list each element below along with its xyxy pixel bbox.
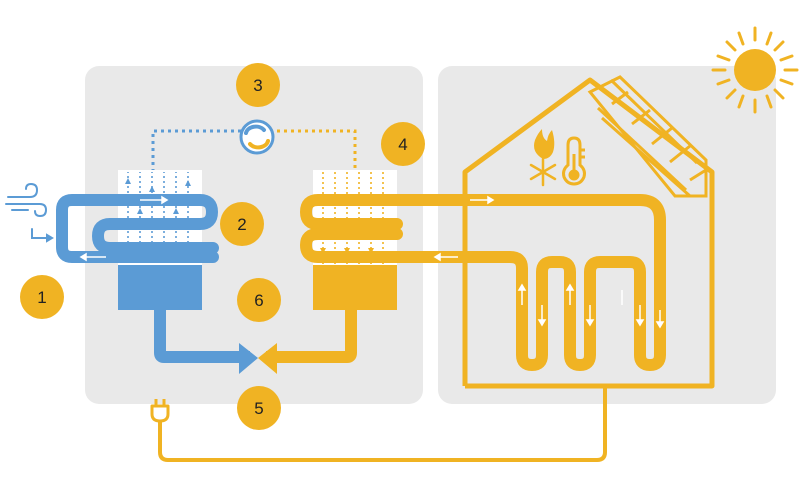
compressor-icon <box>239 119 275 155</box>
sun-icon <box>711 26 799 114</box>
badge-2: 2 <box>220 202 264 246</box>
badge-5: 5 <box>237 386 281 430</box>
badge-4: 4 <box>381 122 425 166</box>
badge-3-label: 3 <box>253 76 262 95</box>
flame-icon <box>534 129 555 159</box>
badge-2-label: 2 <box>237 215 246 234</box>
house-outline <box>462 77 715 389</box>
expansion-valve-icon <box>239 343 277 374</box>
plug-icon <box>150 399 170 423</box>
badge-4-label: 4 <box>398 135 407 154</box>
badge-5-label: 5 <box>254 399 263 418</box>
solar-panel-icon <box>587 75 708 198</box>
badge-1: 1 <box>20 275 64 319</box>
thermometer-icon <box>562 136 586 186</box>
evaporator <box>118 170 202 310</box>
liquid-line <box>154 309 357 363</box>
snowflake-icon <box>529 157 557 187</box>
wind-icon <box>5 182 54 243</box>
badge-3: 3 <box>236 63 280 107</box>
badge-6: 6 <box>237 278 281 322</box>
power-cable <box>158 386 607 462</box>
badge-6-label: 6 <box>254 291 263 310</box>
heating-loop <box>300 194 666 371</box>
refrigerant-line-warm <box>270 129 357 172</box>
outdoor-air-loop <box>56 194 219 263</box>
badge-1-label: 1 <box>37 288 46 307</box>
